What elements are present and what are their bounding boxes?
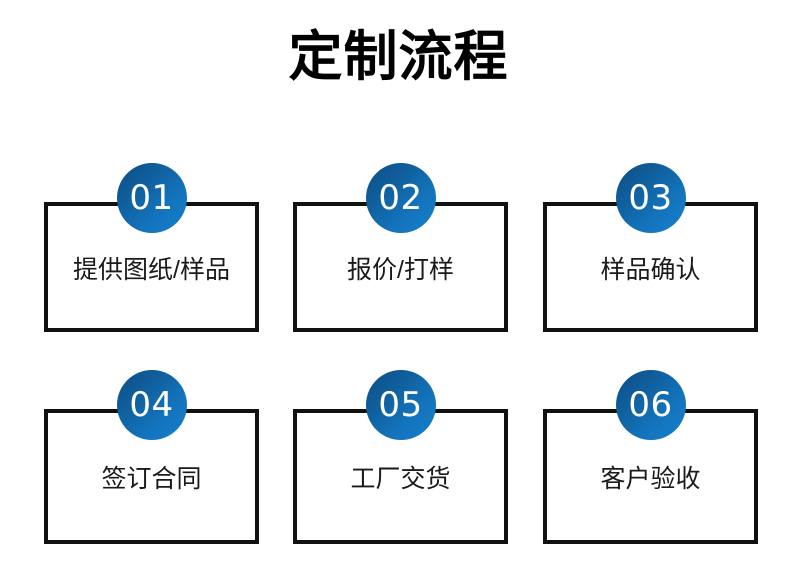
step-number-badge: 04 xyxy=(116,370,187,440)
step-number-badge: 01 xyxy=(116,163,187,233)
step-number-text: 06 xyxy=(628,385,673,425)
step-label: 样品确认 xyxy=(600,256,701,284)
step-number-text: 05 xyxy=(378,385,423,425)
step-box-outline xyxy=(44,409,259,544)
step-label: 客户验收 xyxy=(600,465,701,493)
step-card-06[interactable]: 06 客户验收 xyxy=(543,370,758,544)
step-card-01[interactable]: 01 提供图纸/样品 xyxy=(44,163,259,332)
step-number-badge: 03 xyxy=(615,163,686,233)
step-card-03[interactable]: 03 样品确认 xyxy=(543,163,758,332)
step-card-05[interactable]: 05 工厂交货 xyxy=(293,370,508,544)
step-label: 工厂交货 xyxy=(350,465,451,493)
step-card-02[interactable]: 02 报价/打样 xyxy=(293,163,508,332)
step-label: 报价/打样 xyxy=(347,256,454,284)
step-number-text: 03 xyxy=(628,178,673,218)
step-label: 签订合同 xyxy=(101,465,202,493)
step-label: 提供图纸/样品 xyxy=(73,256,230,284)
step-number-badge: 06 xyxy=(615,370,686,440)
step-number-badge: 02 xyxy=(365,163,436,233)
step-number-text: 02 xyxy=(378,178,423,218)
step-number-badge: 05 xyxy=(365,370,436,440)
step-card-04[interactable]: 04 签订合同 xyxy=(44,370,259,544)
page-title: 定制流程 xyxy=(288,27,509,87)
step-number-text: 01 xyxy=(129,178,174,218)
step-number-text: 04 xyxy=(129,385,174,425)
